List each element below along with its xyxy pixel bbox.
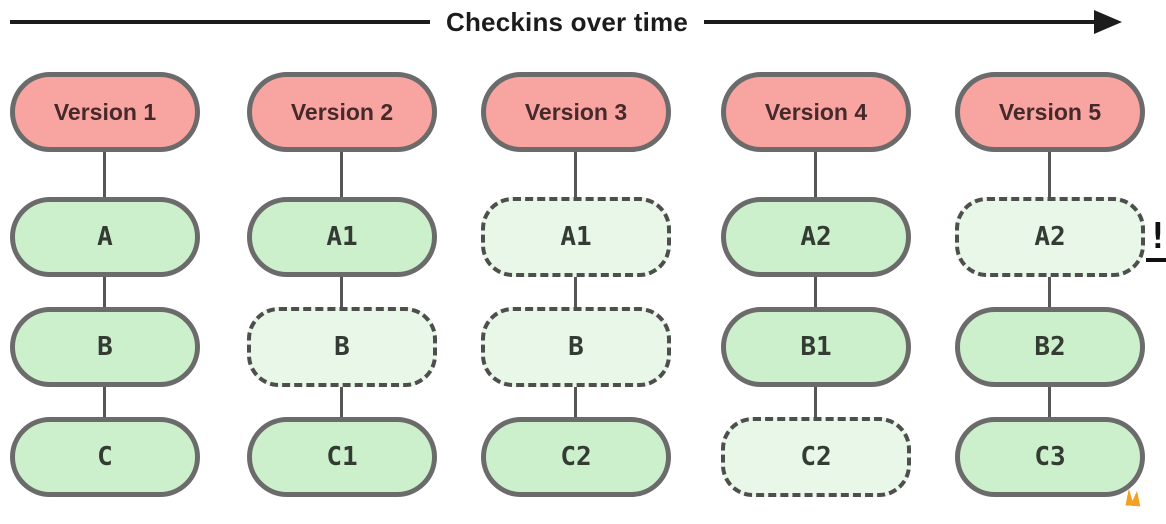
file-node-label: A2: [800, 222, 832, 252]
file-node-label: B1: [800, 332, 832, 362]
version-node: Version 4: [721, 72, 911, 152]
file-node-dashed: C2: [721, 417, 911, 497]
file-node-dashed: A2: [955, 197, 1145, 277]
file-node-solid: B1: [721, 307, 911, 387]
connector-line: [1048, 152, 1051, 197]
file-node-label: A2: [1034, 222, 1066, 252]
file-node-label: B: [568, 332, 584, 362]
file-node-solid: C2: [481, 417, 671, 497]
connector-line: [574, 277, 577, 307]
connector-line: [103, 152, 106, 197]
file-node-solid: C: [10, 417, 200, 497]
file-node-label: C: [97, 442, 113, 472]
version-node: Version 3: [481, 72, 671, 152]
version-node: Version 2: [247, 72, 437, 152]
file-node-label: B: [97, 332, 113, 362]
file-node-label: C3: [1034, 442, 1066, 472]
connector-line: [574, 152, 577, 197]
connector-line: [340, 152, 343, 197]
connector-line: [574, 387, 577, 417]
connector-line: [1048, 277, 1051, 307]
file-node-label: C2: [560, 442, 592, 472]
connector-line: [340, 387, 343, 417]
arrow-right-icon: [1094, 10, 1122, 34]
file-node-label: C2: [800, 442, 832, 472]
file-node-label: B: [334, 332, 350, 362]
version-node: Version 5: [955, 72, 1145, 152]
version-node: Version 1: [10, 72, 200, 152]
file-node-label: A1: [560, 222, 592, 252]
connector-line: [814, 152, 817, 197]
version-label: Version 1: [53, 98, 157, 125]
file-node-dashed: B: [247, 307, 437, 387]
file-node-dashed: A1: [481, 197, 671, 277]
file-node-solid: B: [10, 307, 200, 387]
warning-exclamation-link[interactable]: !: [1146, 217, 1166, 262]
file-node-solid: A2: [721, 197, 911, 277]
timeline-title: Checkins over time: [445, 7, 689, 37]
file-node-solid: C3: [955, 417, 1145, 497]
file-node-solid: A1: [247, 197, 437, 277]
version-label: Version 4: [764, 98, 868, 125]
timeline-line-left: [10, 20, 430, 24]
connector-line: [1048, 387, 1051, 417]
connector-line: [103, 277, 106, 307]
file-node-label: A: [97, 222, 113, 252]
version-column: Version 1 A B C: [10, 72, 200, 502]
file-node-solid: B2: [955, 307, 1145, 387]
file-node-label: C1: [326, 442, 358, 472]
file-node-solid: A: [10, 197, 200, 277]
timeline-line-right: [704, 20, 1096, 24]
file-node-label: A1: [326, 222, 358, 252]
connector-line: [340, 277, 343, 307]
file-node-solid: C1: [247, 417, 437, 497]
version-label: Version 5: [998, 98, 1102, 125]
file-node-dashed: B: [481, 307, 671, 387]
version-label: Version 3: [524, 98, 628, 125]
version-label: Version 2: [290, 98, 394, 125]
file-node-label: B2: [1034, 332, 1066, 362]
connector-line: [814, 387, 817, 417]
connector-line: [103, 387, 106, 417]
connector-line: [814, 277, 817, 307]
